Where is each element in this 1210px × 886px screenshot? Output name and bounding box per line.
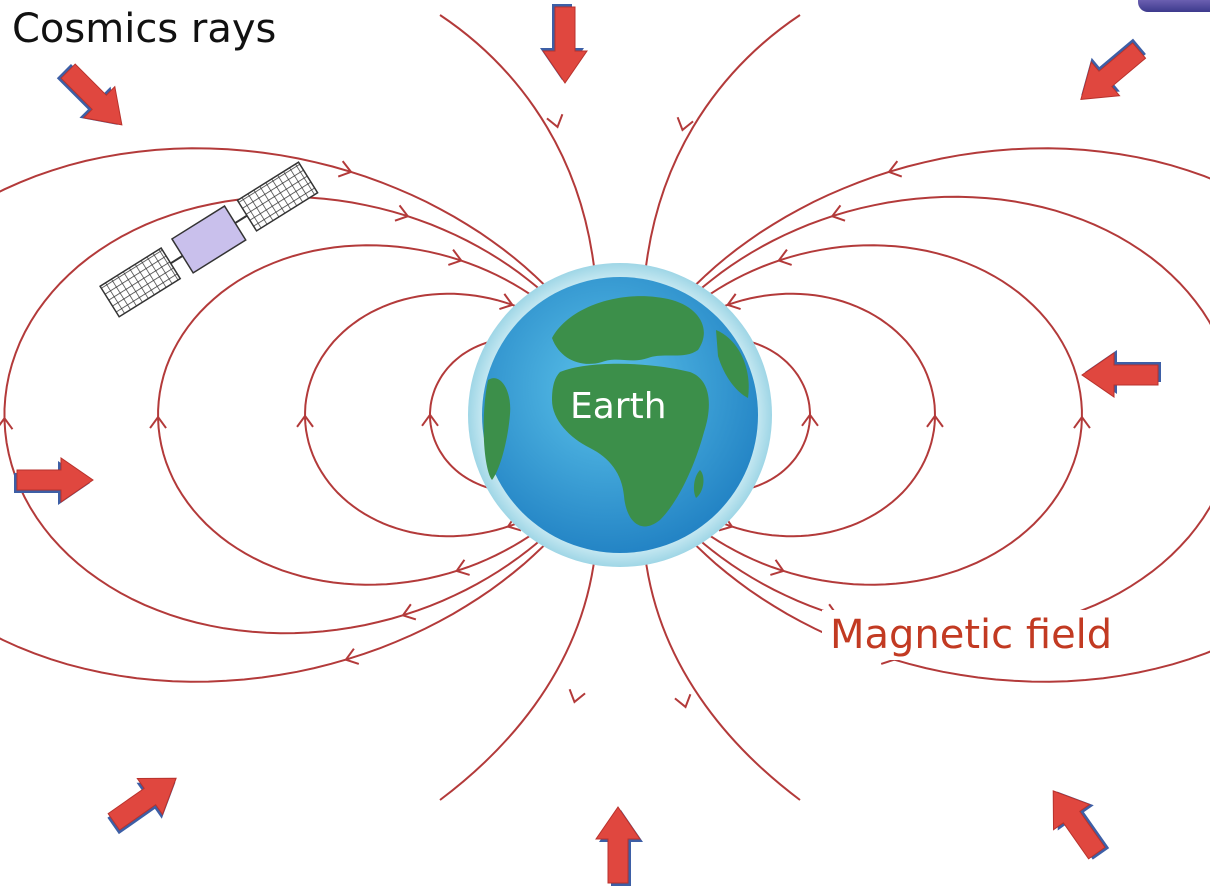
field-arrow-open-top-left bbox=[546, 113, 564, 129]
continent-americas-edge bbox=[483, 378, 511, 480]
cosmic-ray-arrow-icon bbox=[1081, 350, 1161, 398]
open-line-bottom-left bbox=[439, 554, 596, 801]
corner-decoration bbox=[1138, 0, 1210, 12]
field-arrow-open-bottom-left bbox=[568, 688, 586, 704]
cosmic-ray-arrow-icon bbox=[56, 63, 123, 126]
open-line-top-right bbox=[644, 14, 801, 276]
magnetic-field-label: Magnetic field bbox=[822, 610, 1121, 660]
cosmic-ray-arrow-icon bbox=[595, 806, 643, 886]
field-arrow-equator-left-4 bbox=[0, 416, 14, 430]
field-arrow-top-right-3 bbox=[777, 249, 792, 266]
continent-asia-edge bbox=[716, 330, 749, 398]
field-arrow-open-top-right bbox=[676, 116, 694, 132]
field-line-right-3 bbox=[621, 244, 1083, 586]
open-line-top-left bbox=[439, 14, 596, 276]
field-line-left-5 bbox=[0, 147, 617, 683]
field-line-right-4 bbox=[622, 195, 1210, 635]
field-arrow-top-right-4 bbox=[830, 204, 846, 222]
field-arrow-equator-left-1 bbox=[421, 413, 439, 427]
cosmic-ray-arrow-icon bbox=[107, 777, 177, 835]
earth-label: Earth bbox=[570, 386, 667, 427]
field-arrow-equator-left-2 bbox=[296, 414, 314, 428]
field-arrow-top-left-2 bbox=[499, 293, 514, 311]
field-arrow-bottom-left-3 bbox=[455, 559, 470, 576]
field-arrow-equator-left-3 bbox=[149, 415, 167, 429]
continent-europe bbox=[552, 296, 704, 364]
cosmic-ray-arrow-icon bbox=[1052, 790, 1110, 860]
field-arrow-open-bottom-right bbox=[674, 693, 692, 709]
field-arrow-equator-right-3 bbox=[1073, 415, 1091, 429]
field-line-left-3 bbox=[157, 244, 619, 586]
madagascar bbox=[693, 470, 704, 498]
field-arrow-top-left-4 bbox=[394, 204, 410, 222]
field-arrow-equator-right-1 bbox=[801, 413, 819, 427]
earth-globe-icon bbox=[468, 263, 772, 567]
open-line-bottom-right bbox=[644, 554, 801, 801]
cosmic-ray-arrow-icon bbox=[14, 457, 94, 505]
cosmic-ray-arrows bbox=[14, 4, 1161, 886]
field-arrow-bottom-left-4 bbox=[401, 603, 417, 621]
field-arrow-equator-right-2 bbox=[926, 414, 944, 428]
field-line-right-5 bbox=[623, 147, 1210, 683]
field-arrow-top-left-5 bbox=[337, 160, 353, 178]
field-line-left-4 bbox=[3, 195, 618, 635]
field-arrow-bottom-left-5 bbox=[344, 648, 360, 665]
cosmic-ray-arrow-icon bbox=[1080, 38, 1147, 100]
satellite-icon bbox=[99, 161, 319, 318]
field-arrow-top-left-3 bbox=[448, 249, 463, 266]
field-arrow-top-right-2 bbox=[726, 293, 741, 311]
cosmic-ray-arrow-icon bbox=[540, 4, 588, 84]
field-arrow-bottom-right-3 bbox=[770, 559, 785, 576]
field-arrow-top-right-5 bbox=[887, 160, 903, 178]
cosmic-rays-label: Cosmics rays bbox=[12, 6, 277, 52]
field-lines bbox=[0, 14, 1210, 801]
continent-africa bbox=[552, 363, 709, 527]
